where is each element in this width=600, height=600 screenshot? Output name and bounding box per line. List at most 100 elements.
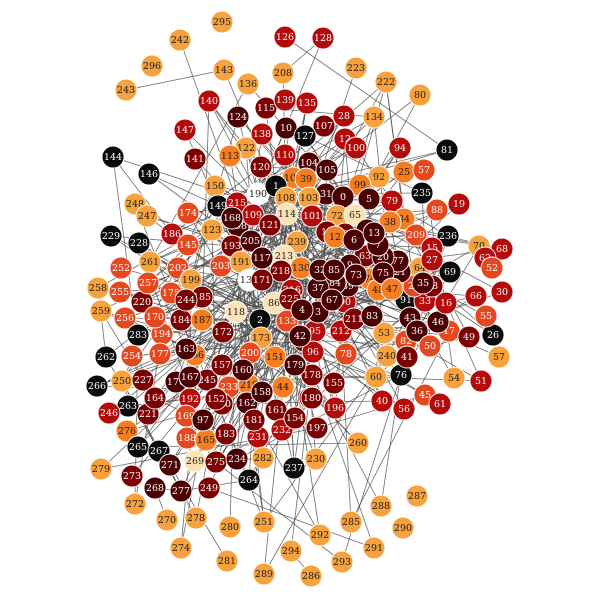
node-circle [113,306,137,330]
node-label: 82 [400,336,412,347]
graph-node: 275 [204,450,228,474]
graph-node: 144 [101,145,125,169]
node-circle [273,143,297,167]
node-label: 124 [229,112,247,123]
node-label: 237 [285,463,303,474]
node-label: 259 [92,306,110,317]
node-label: 151 [266,352,284,363]
node-label: 108 [277,193,295,204]
node-label: 227 [134,375,152,386]
graph-node: 268 [143,476,167,500]
node-label: 25 [398,167,410,178]
node-circle [312,114,336,138]
node-label: 279 [92,464,110,475]
node-label: 221 [139,409,157,420]
graph-edge [229,311,237,528]
node-circle [269,259,293,283]
node-circle [395,345,419,369]
node-circle [330,550,354,574]
node-circle [173,118,197,142]
node-label: 126 [276,32,294,43]
node-label: 179 [286,360,304,371]
node-label: 48 [372,285,384,296]
node-label: 33 [419,296,431,307]
node-circle [344,56,368,80]
graph-edge [263,376,377,575]
node-label: 75 [377,268,389,279]
node-circle [339,510,363,534]
node-label: 211 [345,314,363,325]
graph-node: 287 [405,484,429,508]
node-label: 181 [245,415,263,426]
node-label: 162 [238,398,256,409]
node-label: 1 [273,181,279,192]
node-label: 268 [146,483,164,494]
node-circle [249,155,273,179]
node-label: 294 [282,546,300,557]
node-label: 291 [365,543,383,554]
graph-node: 103 [297,186,321,210]
node-circle [299,564,323,588]
node-label: 76 [395,370,407,381]
node-label: 10 [280,123,292,134]
node-label: 41 [401,352,413,363]
node-label: 140 [200,96,218,107]
node-label: 147 [176,125,194,136]
graph-node: 246 [97,401,121,425]
node-label: 264 [240,475,258,486]
node-label: 67 [326,295,338,306]
node-label: 209 [407,230,425,241]
node-label: 288 [372,501,390,512]
node-label: 289 [255,569,273,580]
node-label: 185 [193,292,211,303]
graph-node: 120 [249,155,273,179]
node-circle [411,271,435,295]
node-label: 38 [384,217,396,228]
node-circle [155,508,179,532]
node-label: 42 [294,331,306,342]
node-circle [343,203,367,227]
graph-node: 158 [250,380,274,404]
graph-node: 121 [258,213,282,237]
node-circle [250,268,274,292]
node-circle [218,144,242,168]
node-circle [300,363,324,387]
node-circle [320,288,344,312]
node-label: 260 [349,438,367,449]
graph-node: 96 [301,340,325,364]
node-circle [226,105,250,129]
graph-node: 184 [169,308,193,332]
node-label: 127 [296,131,314,142]
graph-node: 167 [178,365,202,389]
graph-node: 138 [250,122,274,146]
graph-node: 174 [176,201,200,225]
node-label: 282 [254,453,272,464]
graph-node: 165 [194,428,218,452]
node-label: 290 [394,523,412,534]
node-circle [322,371,346,395]
graph-node: 146 [137,162,161,186]
graph-node: 110 [273,143,297,167]
graph-edge [126,403,223,432]
node-circle [85,374,109,398]
graph-edge [201,319,288,322]
graph-node: 252 [109,256,133,280]
graph-node: 115 [254,96,278,120]
node-label: 52 [486,263,498,274]
node-circle [215,549,239,573]
node-circle [220,206,244,230]
node-circle [197,89,221,113]
graph-node: 30 [490,280,514,304]
graph-node: 244 [174,288,198,312]
node-circle [442,366,466,390]
node-circle [160,222,184,246]
node-label: 245 [198,375,216,386]
node-circle [115,419,139,443]
graph-node: 235 [410,181,434,205]
graph-node: 57 [412,158,436,182]
node-label: 275 [207,457,225,468]
graph-node: 260 [346,431,370,455]
node-label: 296 [143,61,161,72]
node-label: 231 [249,432,267,443]
graph-node: 128 [311,26,335,50]
